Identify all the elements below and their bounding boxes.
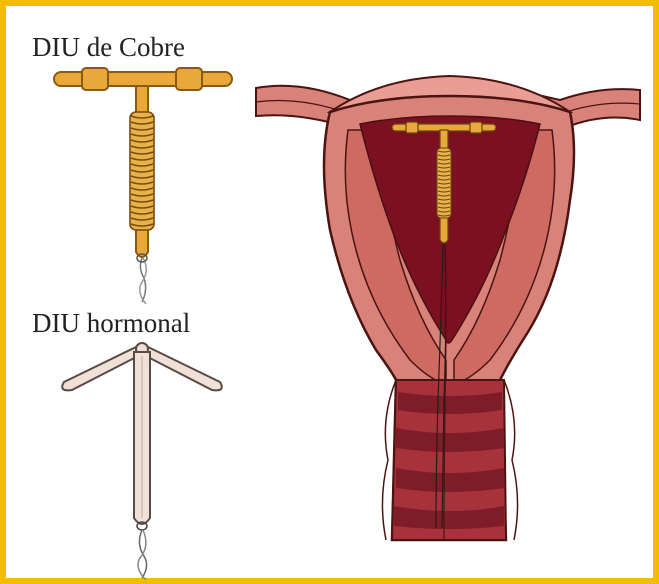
copper-iud-icon (54, 68, 232, 304)
copper-iud-label: DIU de Cobre (32, 32, 185, 63)
uterus-illustration (256, 76, 640, 540)
hormonal-iud-icon (62, 343, 222, 580)
hormonal-iud-label: DIU hormonal (32, 308, 190, 339)
